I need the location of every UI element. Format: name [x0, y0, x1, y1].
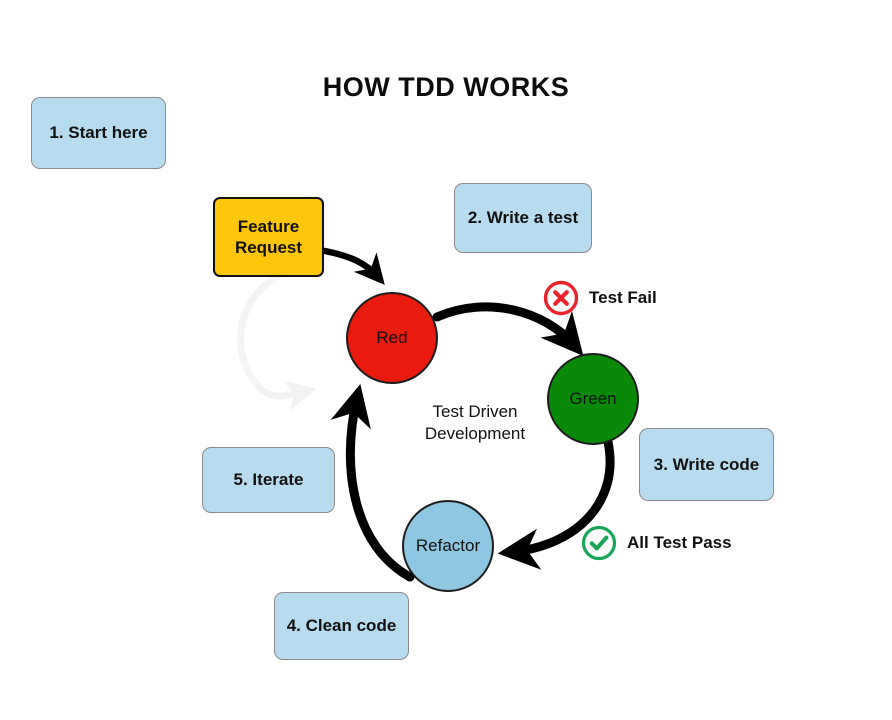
callout-write-a-test[interactable]: 2. Write a test [454, 183, 592, 253]
feature-request-box[interactable]: Feature Request [213, 197, 324, 277]
status-test-fail: Test Fail [542, 279, 657, 317]
page-title: HOW TDD WORKS [322, 72, 570, 102]
node-red-label: Red [376, 328, 408, 347]
node-red[interactable]: Red [346, 292, 438, 384]
node-refactor-label: Refactor [415, 536, 481, 555]
status-test-fail-label: Test Fail [589, 288, 657, 307]
circle-x-icon [543, 280, 579, 316]
ghost-cycle-arc [236, 268, 317, 411]
arrow-green-to-refactor [497, 437, 615, 570]
cycle-center-label: Test Driven Development [375, 401, 575, 445]
callout-write-a-test-label: 2. Write a test [467, 208, 579, 228]
status-all-test-pass-label: All Test Pass [627, 533, 732, 552]
center-label-line-1: Test Driven [432, 402, 518, 421]
callout-iterate[interactable]: 5. Iterate [202, 447, 335, 513]
callout-start-here-label: 1. Start here [49, 123, 148, 143]
callout-iterate-label: 5. Iterate [233, 470, 304, 490]
arrow-feature-to-red [321, 247, 385, 285]
callout-write-code[interactable]: 3. Write code [639, 428, 774, 501]
center-label-line-2: Development [424, 424, 526, 444]
feature-request-line-1: Feature [237, 216, 300, 236]
node-green-label: Green [569, 389, 617, 408]
arrow-red-to-green [432, 302, 584, 356]
callout-clean-code[interactable]: 4. Clean code [274, 592, 409, 660]
node-green[interactable]: Green [547, 353, 639, 445]
arrow-refactor-to-red [330, 383, 415, 582]
node-refactor[interactable]: Refactor [402, 500, 494, 592]
callout-write-code-label: 3. Write code [653, 454, 760, 474]
callout-clean-code-label: 4. Clean code [286, 616, 397, 636]
circle-check-icon [581, 525, 617, 561]
feature-request-line-2: Request [234, 238, 303, 257]
status-all-test-pass: All Test Pass [580, 524, 732, 562]
callout-start-here[interactable]: 1. Start here [31, 97, 166, 169]
